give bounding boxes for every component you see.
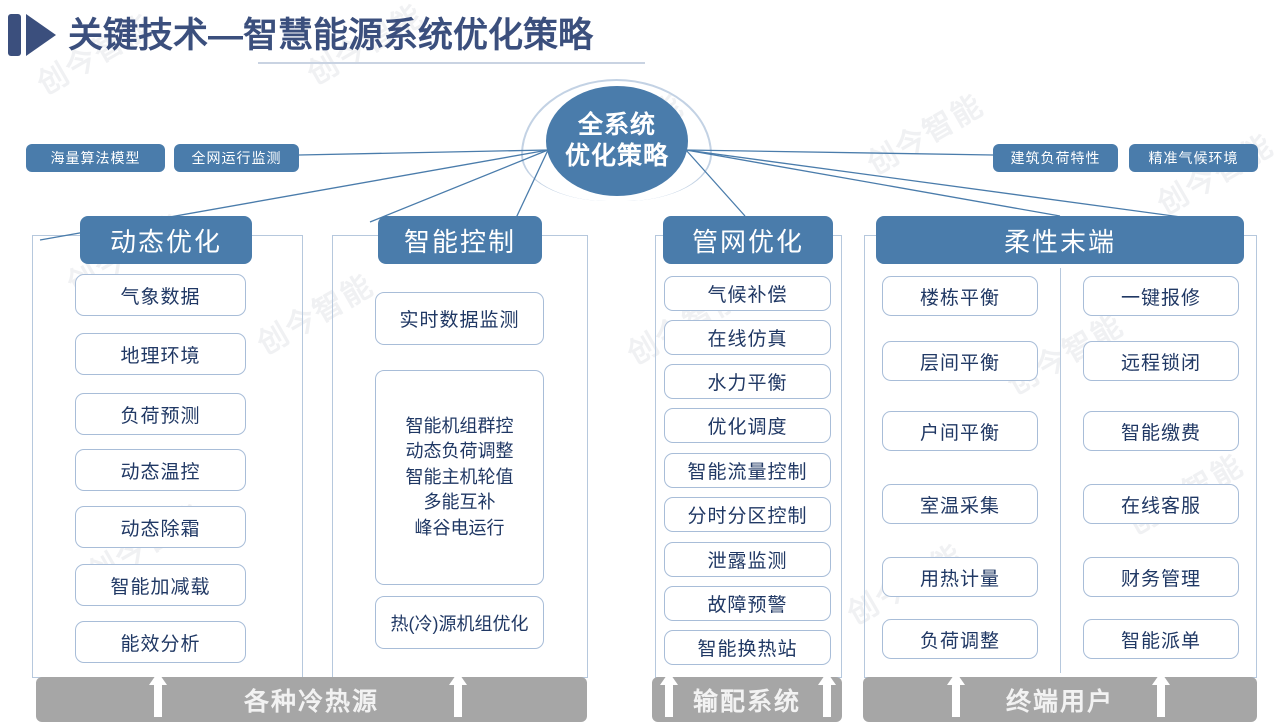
watermark: 创今智能 bbox=[1152, 128, 1280, 222]
input-tag-network-monitoring[interactable]: 全网运行监测 bbox=[174, 144, 299, 172]
item-smart-payment[interactable]: 智能缴费 bbox=[1083, 411, 1239, 451]
bottom-bar-label-heat-cold-sources: 各种冷热源 bbox=[243, 687, 379, 716]
page-title-text: 关键技术—智慧能源系统优化策略 bbox=[68, 15, 594, 55]
column-header-flexible-terminal[interactable]: 柔性末端 bbox=[876, 216, 1244, 264]
item-room-temp-collect[interactable]: 室温采集 bbox=[882, 484, 1038, 524]
item-one-click-repair[interactable]: 一键报修 bbox=[1083, 276, 1239, 316]
input-tag-building-load[interactable]: 建筑负荷特性 bbox=[993, 144, 1118, 172]
item-climate-compensation[interactable]: 气候补偿 bbox=[664, 276, 831, 311]
input-tag-climate-environment[interactable]: 精准气候环境 bbox=[1129, 144, 1258, 172]
item-hydraulic-balance[interactable]: 水力平衡 bbox=[664, 364, 831, 399]
control-strategy-line-3: 智能主机轮值 bbox=[405, 466, 514, 487]
page-title: 关键技术—智慧能源系统优化策略 bbox=[8, 14, 593, 56]
bottom-bar-label-distribution-system: 输配系统 bbox=[692, 687, 801, 716]
item-remote-lock[interactable]: 远程锁闭 bbox=[1083, 341, 1239, 381]
item-smart-flow-control[interactable]: 智能流量控制 bbox=[664, 453, 831, 488]
item-fault-warning[interactable]: 故障预警 bbox=[664, 586, 831, 621]
title-underline bbox=[258, 62, 645, 64]
control-strategy-line-2: 动态负荷调整 bbox=[405, 441, 514, 462]
column-divider-flexible-terminal bbox=[1060, 268, 1061, 673]
item-online-service[interactable]: 在线客服 bbox=[1083, 484, 1239, 524]
item-geographic-env[interactable]: 地理环境 bbox=[75, 333, 246, 375]
bottom-bar-distribution-system[interactable]: 输配系统 bbox=[652, 677, 842, 722]
item-smart-load-adjust[interactable]: 智能加减载 bbox=[75, 564, 246, 606]
hub-node: 全系统 优化策略 bbox=[546, 86, 688, 196]
item-optimized-dispatch[interactable]: 优化调度 bbox=[664, 408, 831, 443]
item-online-simulation[interactable]: 在线仿真 bbox=[664, 320, 831, 355]
item-load-forecast[interactable]: 负荷预测 bbox=[75, 393, 246, 435]
item-leak-monitoring[interactable]: 泄露监测 bbox=[664, 542, 831, 577]
control-strategy-line-4: 多能互补 bbox=[423, 492, 496, 513]
input-tag-massive-algorithm-model[interactable]: 海量算法模型 bbox=[26, 144, 165, 172]
item-load-adjustment[interactable]: 负荷调整 bbox=[882, 619, 1038, 659]
item-building-balance[interactable]: 楼栋平衡 bbox=[882, 276, 1038, 316]
item-time-zone-control[interactable]: 分时分区控制 bbox=[664, 497, 831, 532]
item-heat-metering[interactable]: 用热计量 bbox=[882, 557, 1038, 597]
item-floor-balance[interactable]: 层间平衡 bbox=[882, 341, 1038, 381]
item-smart-heat-station[interactable]: 智能换热站 bbox=[664, 630, 831, 665]
item-dynamic-temp-control[interactable]: 动态温控 bbox=[75, 449, 246, 491]
bottom-bar-label-end-users: 终端用户 bbox=[1005, 687, 1114, 716]
item-realtime-data-monitoring[interactable]: 实时数据监测 bbox=[375, 292, 544, 345]
item-heat-cold-source-unit-optimization[interactable]: 热(冷)源机组优化 bbox=[375, 596, 544, 649]
hub-line-2: 优化策略 bbox=[564, 142, 669, 170]
bottom-bar-end-users[interactable]: 终端用户 bbox=[863, 677, 1257, 722]
watermark: 创今智能 bbox=[862, 88, 990, 182]
hub-line-1: 全系统 bbox=[577, 110, 656, 139]
column-header-pipe-network-optimization[interactable]: 管网优化 bbox=[663, 216, 833, 264]
item-energy-efficiency[interactable]: 能效分析 bbox=[75, 621, 246, 663]
bottom-bar-heat-cold-sources[interactable]: 各种冷热源 bbox=[36, 677, 587, 722]
item-financial-mgmt[interactable]: 财务管理 bbox=[1083, 557, 1239, 597]
play-bar-icon bbox=[8, 14, 56, 56]
item-smart-dispatch[interactable]: 智能派单 bbox=[1083, 619, 1239, 659]
column-header-intelligent-control[interactable]: 智能控制 bbox=[378, 216, 542, 264]
item-household-balance[interactable]: 户间平衡 bbox=[882, 411, 1038, 451]
column-header-dynamic-optimization[interactable]: 动态优化 bbox=[80, 216, 252, 264]
item-dynamic-defrost[interactable]: 动态除霜 bbox=[75, 506, 246, 548]
control-strategy-line-5: 峰谷电运行 bbox=[414, 517, 505, 538]
control-strategy-line-1: 智能机组群控 bbox=[405, 415, 514, 436]
item-control-strategy-list[interactable]: 智能机组群控 动态负荷调整 智能主机轮值 多能互补 峰谷电运行 bbox=[375, 370, 544, 585]
item-weather-data[interactable]: 气象数据 bbox=[75, 274, 246, 316]
